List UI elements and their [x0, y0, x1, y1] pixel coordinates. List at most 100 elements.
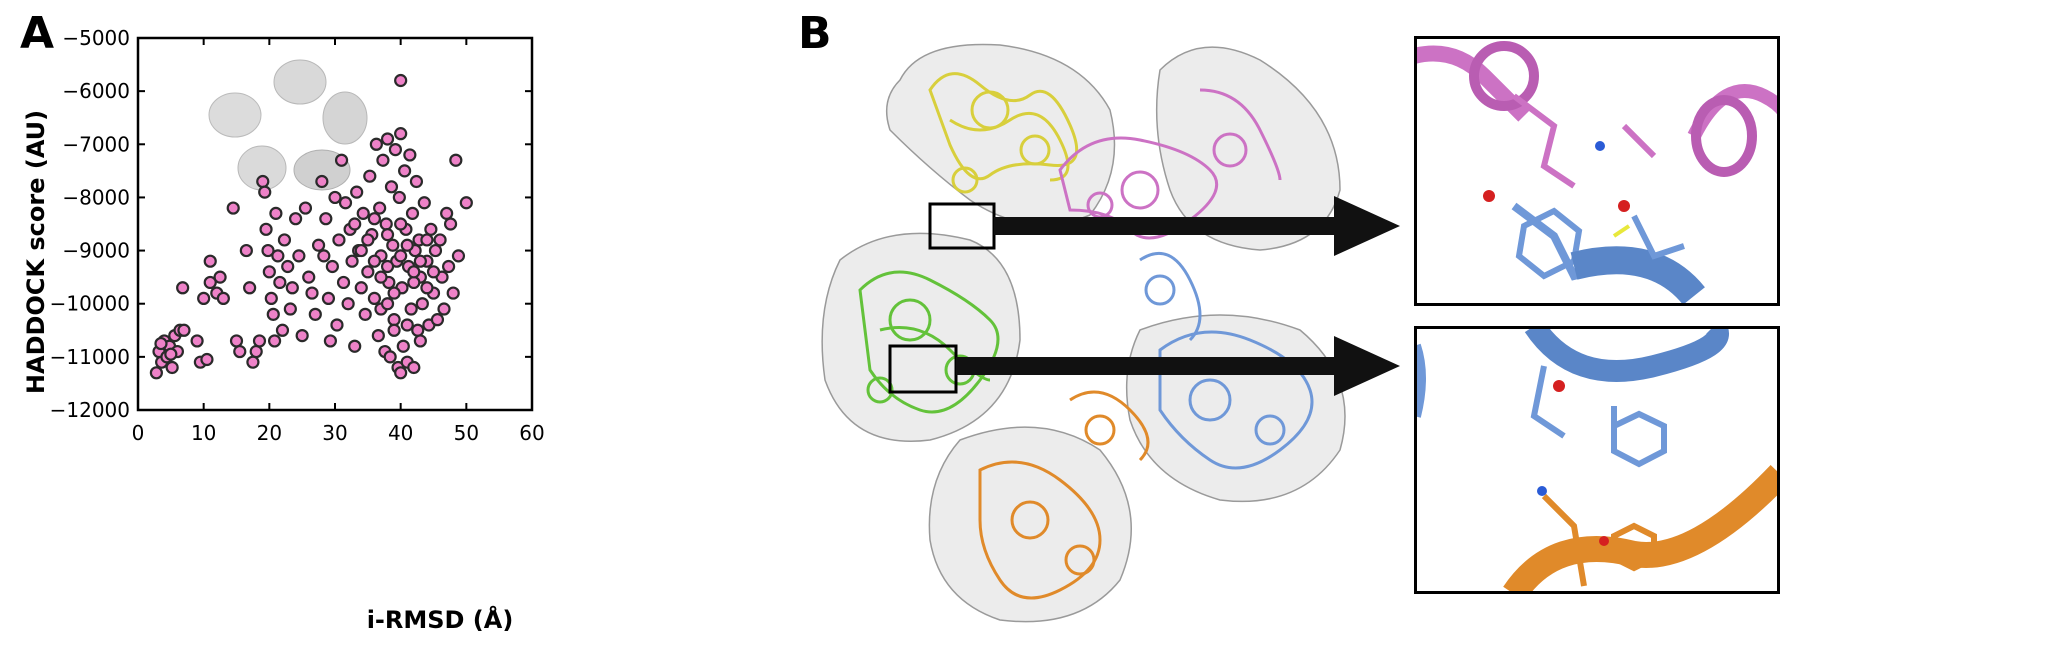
data-point: [394, 249, 408, 263]
data-point: [394, 127, 408, 141]
data-point: [400, 318, 414, 332]
data-point: [246, 355, 260, 369]
data-point: [411, 323, 425, 337]
data-point: [249, 344, 263, 359]
data-point: [330, 318, 344, 332]
data-point: [226, 201, 240, 215]
data-point: [415, 297, 429, 311]
data-point: [358, 307, 372, 321]
zoom-arrow-bottom: [956, 336, 1400, 396]
y-tick-label: −5000: [62, 26, 130, 50]
data-point: [190, 334, 204, 348]
data-point: [380, 259, 395, 274]
data-point: [308, 307, 322, 321]
data-point: [442, 259, 456, 274]
data-point: [407, 275, 421, 290]
data-point: [267, 334, 282, 348]
data-point: [302, 270, 316, 284]
y-axis-label: HADDOCK score (AU): [22, 110, 50, 394]
data-point: [354, 281, 368, 295]
data-point: [154, 336, 168, 351]
data-point: [407, 360, 421, 375]
protomer-yellow: [928, 72, 1079, 194]
data-point: [176, 281, 190, 295]
data-point: [361, 265, 375, 279]
data-point: [262, 265, 276, 279]
data-point: [387, 286, 401, 300]
data-point: [319, 212, 333, 226]
data-point: [197, 291, 211, 305]
data-point: [305, 286, 319, 300]
data-point: [451, 249, 466, 263]
data-point: [285, 281, 299, 295]
data-point: [396, 339, 410, 353]
data-point: [430, 313, 445, 327]
data-point: [258, 185, 272, 199]
data-point: [328, 190, 342, 205]
x-tick-label: 0: [132, 421, 145, 445]
data-point: [348, 217, 362, 231]
data-point: [369, 137, 383, 151]
protomer-orange: [978, 390, 1150, 600]
x-tick-label: 60: [519, 421, 544, 445]
data-point: [233, 344, 247, 359]
data-point: [420, 233, 434, 247]
y-tick-label: −8000: [62, 185, 130, 209]
zoom-inset-top: [1414, 36, 1780, 306]
data-point: [292, 249, 306, 263]
data-point: [413, 254, 427, 268]
data-point: [213, 270, 227, 284]
data-point: [403, 148, 417, 162]
data-point: [239, 243, 253, 258]
y-tick-label: −9000: [62, 239, 130, 263]
data-point: [295, 329, 309, 343]
data-point: [371, 329, 385, 343]
data-point: [266, 307, 280, 321]
y-tick-label: −10000: [50, 292, 130, 316]
data-point: [417, 196, 431, 210]
data-point: [394, 366, 408, 380]
data-point: [380, 132, 395, 146]
data-point: [271, 249, 285, 263]
x-tick-label: 50: [454, 421, 479, 445]
data-point: [367, 254, 381, 268]
data-point: [424, 222, 438, 236]
data-point: [259, 222, 273, 236]
data-point: [361, 233, 375, 247]
data-point: [459, 196, 473, 210]
y-tick-label: −12000: [50, 398, 130, 422]
data-point: [373, 201, 387, 215]
data-point: [387, 323, 401, 337]
density-envelope: [821, 43, 1346, 623]
data-point: [413, 334, 427, 348]
x-tick-label: 30: [322, 421, 347, 445]
data-point: [243, 281, 257, 295]
data-point: [317, 249, 331, 263]
data-point: [449, 153, 463, 167]
data-point: [428, 243, 443, 258]
data-point: [374, 270, 388, 284]
data-point: [386, 238, 400, 252]
data-point: [400, 238, 414, 252]
data-point: [165, 360, 179, 375]
data-point: [407, 265, 421, 279]
data-point: [341, 297, 355, 311]
data-point: [440, 206, 454, 220]
zoom-arrow-top: [994, 196, 1400, 256]
data-point: [405, 206, 420, 220]
y-tick-label: −11000: [50, 345, 130, 369]
protomer-green: [858, 270, 1000, 414]
zoom-inset-bottom: [1414, 326, 1780, 594]
data-point: [354, 243, 368, 258]
data-point: [277, 233, 292, 247]
data-point: [275, 323, 290, 337]
data-point: [177, 323, 191, 337]
y-tick-label: −7000: [62, 132, 130, 156]
data-point: [164, 347, 178, 361]
data-point: [338, 196, 353, 210]
data-point: [261, 243, 275, 258]
data-point: [321, 291, 336, 305]
data-point: [325, 259, 339, 274]
